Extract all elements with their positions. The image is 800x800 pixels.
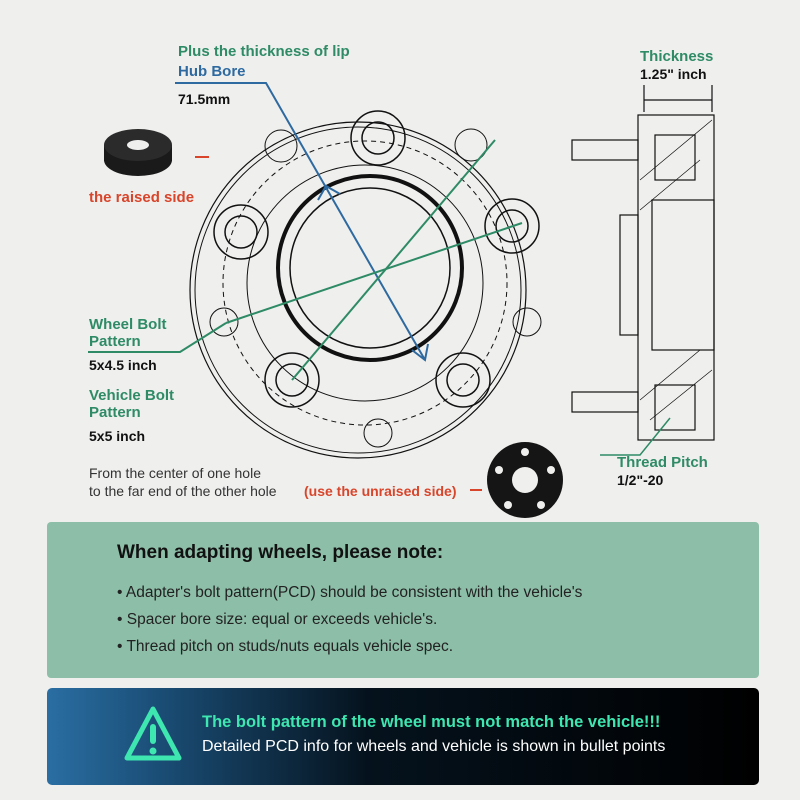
adaptation-note-panel: When adapting wheels, please note: Adapt…: [47, 522, 759, 678]
wheel-bolt-value: 5x4.5 inch: [89, 357, 157, 373]
raised-side-label: the raised side: [89, 189, 195, 206]
bolt-holes: [213, 110, 540, 408]
small-holes: [209, 128, 542, 448]
thread-pitch-value: 1/2"-20: [617, 472, 664, 488]
hub-bore: [276, 174, 464, 362]
note-title: When adapting wheels, please note:: [117, 542, 444, 563]
hub-bore-line: [175, 82, 429, 362]
measure-note-2: to the far end of the other hole: [89, 483, 277, 499]
lip-label: Plus the thickness of lip: [178, 43, 350, 60]
warning-triangle-icon: [124, 706, 182, 761]
wheel-bolt-label2: Pattern: [89, 333, 141, 350]
warning-headline: The bolt pattern of the wheel must not m…: [202, 713, 661, 731]
spacer-photo-raised: [104, 129, 172, 176]
note-list: Adapter's bolt pattern(PCD) should be co…: [117, 584, 583, 665]
thickness-label: Thickness: [640, 48, 714, 65]
spacer-photo-unraised: [487, 442, 563, 518]
vehicle-bolt-label: Vehicle Bolt: [89, 387, 175, 404]
hub-bore-value: 71.5mm: [178, 91, 231, 107]
note-bullet: Adapter's bolt pattern(PCD) should be co…: [117, 584, 583, 602]
adapter-diagram: [88, 82, 715, 518]
outer-rim: [189, 121, 527, 459]
measure-note-1: From the center of one hole: [89, 465, 261, 481]
hub-bore-label: Hub Bore: [178, 63, 246, 80]
measure-note-3: (use the unraised side): [304, 483, 457, 499]
vehicle-bolt-value: 5x5 inch: [89, 428, 146, 444]
note-bullet: Thread pitch on studs/nuts equals vehicl…: [117, 638, 582, 656]
thread-pitch-label: Thread Pitch: [617, 454, 708, 471]
warning-banner: The bolt pattern of the wheel must not m…: [47, 688, 759, 785]
note-bullet: Spacer bore size: equal or exceeds vehic…: [117, 611, 582, 629]
bolt-pattern-lines: [88, 139, 523, 381]
warning-detail: Detailed PCD info for wheels and vehicle…: [202, 738, 666, 755]
vehicle-bolt-label2: Pattern: [89, 404, 141, 421]
thickness-value: 1.25" inch: [640, 66, 707, 82]
side-view: [571, 85, 715, 441]
wheel-bolt-label: Wheel Bolt: [89, 316, 167, 333]
pcd-circle: [222, 140, 508, 426]
